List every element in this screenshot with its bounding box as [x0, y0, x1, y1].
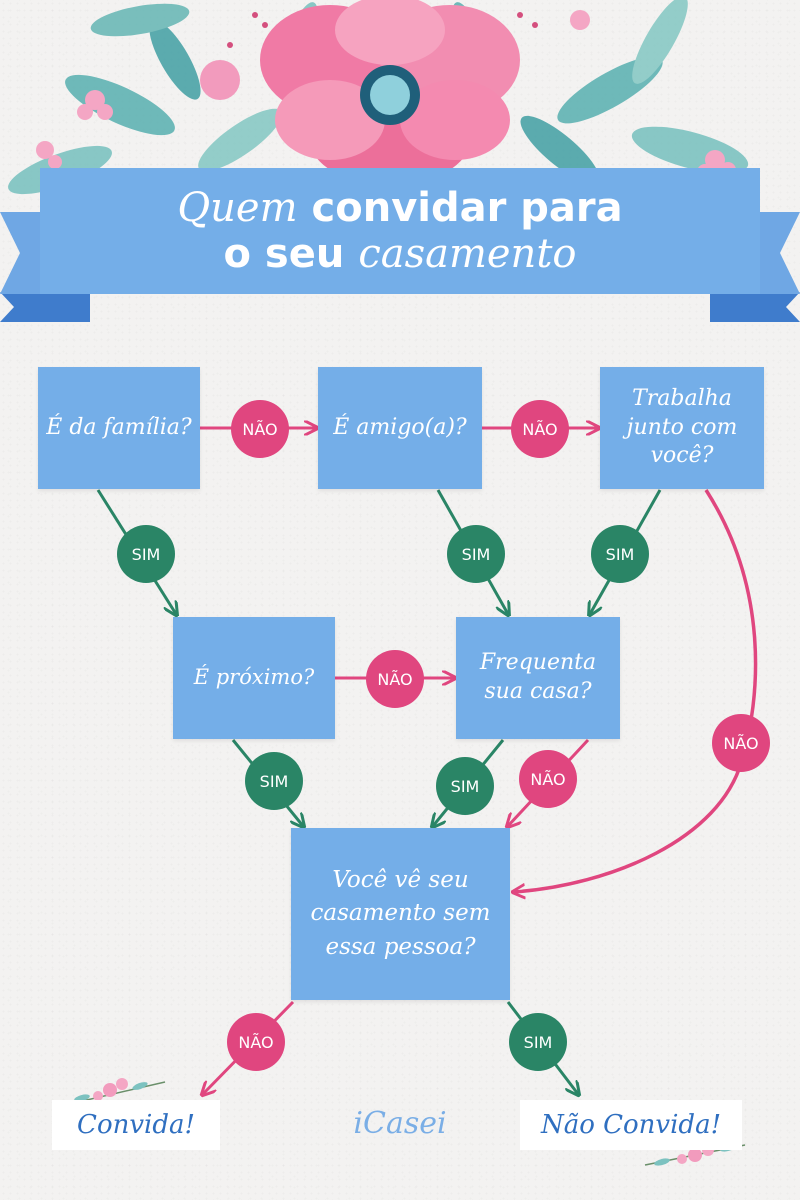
sim-badge-familia: SIM	[117, 525, 175, 583]
result-convida-text: Convida!	[77, 1110, 195, 1140]
nao-badge-frequenta: NÃO	[519, 750, 577, 808]
question-box-frequenta: Frequenta sua casa?	[456, 617, 620, 739]
question-amigo-text: É amigo(a)?	[333, 414, 467, 440]
sim-badge-trabalha: SIM	[591, 525, 649, 583]
icasei-logo: iCasei	[353, 1106, 447, 1141]
question-voce-ve-text: Você vê seu casamento sem essa pessoa?	[310, 866, 491, 960]
question-box-proximo: É próximo?	[173, 617, 335, 739]
sim-badge-proximo: SIM	[245, 752, 303, 810]
nao-badge-voce-ve: NÃO	[227, 1013, 285, 1071]
title-word-quem: Quem	[177, 185, 298, 231]
title-words-convidar-para: convidar para	[311, 185, 623, 231]
sim-badge-frequenta: SIM	[436, 757, 494, 815]
title-words-o-seu: o seu	[223, 231, 345, 277]
sim-badge-amigo: SIM	[447, 525, 505, 583]
title-ribbon: Quem convidar para o seu casamento	[40, 168, 760, 294]
title-word-casamento: casamento	[358, 231, 577, 277]
flower-sprig-icon	[64, 1078, 166, 1106]
ribbon-fold-right	[710, 292, 800, 322]
question-box-trabalha: Trabalha junto com você?	[600, 367, 764, 489]
ribbon-fold-left	[0, 292, 90, 322]
sim-badge-voce-ve: SIM	[509, 1013, 567, 1071]
question-box-amigo: É amigo(a)?	[318, 367, 482, 489]
result-convida: Convida!	[52, 1100, 220, 1150]
question-trabalha-text: Trabalha junto com você?	[626, 386, 738, 469]
nao-badge-familia: NÃO	[231, 400, 289, 458]
question-box-familia: É da família?	[38, 367, 200, 489]
question-familia-text: É da família?	[46, 414, 192, 440]
nao-badge-proximo: NÃO	[366, 650, 424, 708]
question-box-voce-ve: Você vê seu casamento sem essa pessoa?	[291, 828, 510, 1000]
result-nao-convida: Não Convida!	[520, 1100, 742, 1150]
nao-badge-trabalha: NÃO	[712, 714, 770, 772]
floral-header-decoration	[8, 0, 768, 242]
question-frequenta-text: Frequenta sua casa?	[479, 650, 597, 704]
result-nao-convida-text: Não Convida!	[540, 1110, 722, 1140]
nao-badge-amigo: NÃO	[511, 400, 569, 458]
question-proximo-text: É próximo?	[193, 665, 315, 690]
